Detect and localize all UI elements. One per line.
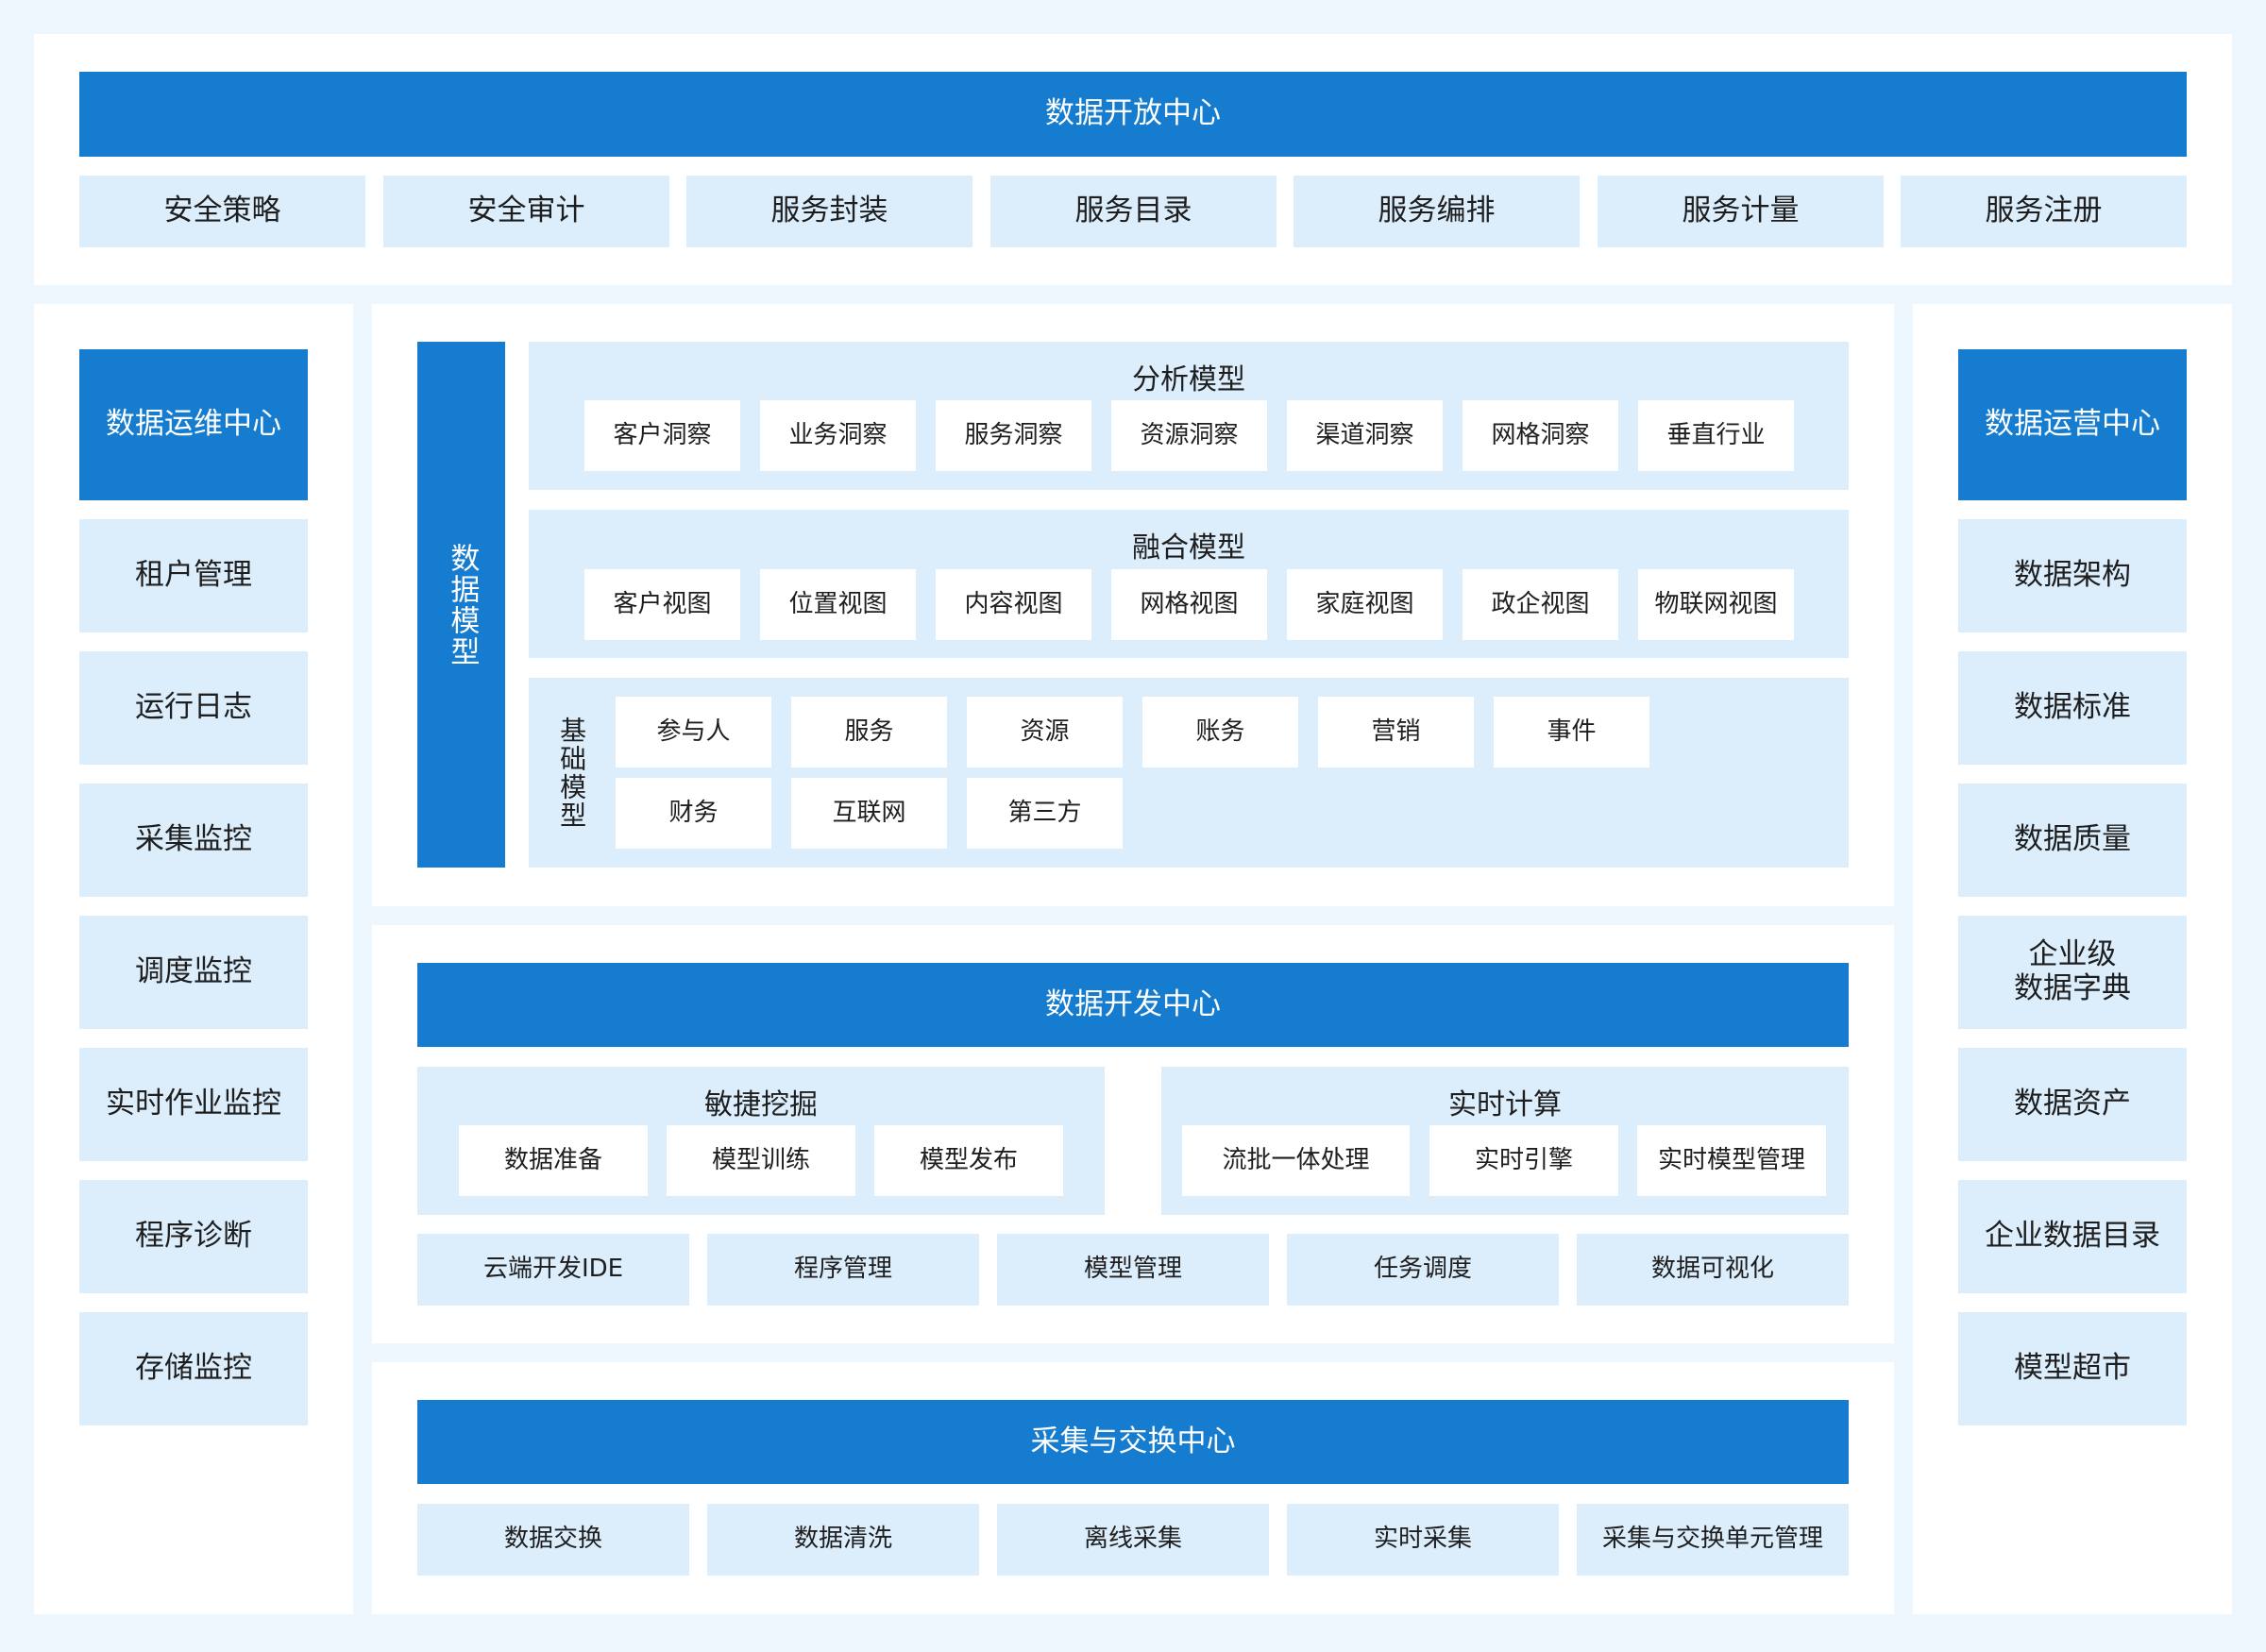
realtime-item[interactable]: 实时引擎	[1429, 1125, 1618, 1196]
ops-item[interactable]: 采集监控	[79, 784, 308, 897]
realtime-compute-title: 实时计算	[1448, 1088, 1562, 1121]
collect-item[interactable]: 采集与交换单元管理	[1577, 1504, 1849, 1576]
open-center-title: 数据开放中心	[79, 72, 2187, 157]
ops-item[interactable]: 调度监控	[79, 916, 308, 1029]
operate-item[interactable]: 数据资产	[1958, 1048, 2187, 1161]
agile-item[interactable]: 数据准备	[459, 1125, 648, 1196]
fusion-item[interactable]: 网格视图	[1111, 569, 1267, 640]
operate-item[interactable]: 数据架构	[1958, 519, 2187, 632]
open-item[interactable]: 安全策略	[79, 176, 365, 247]
agile-item[interactable]: 模型训练	[667, 1125, 855, 1196]
base-item[interactable]: 财务	[616, 778, 771, 849]
operate-center-title: 数据运营中心	[1958, 349, 2187, 500]
ops-item[interactable]: 实时作业监控	[79, 1048, 308, 1161]
operate-item[interactable]: 数据标准	[1958, 651, 2187, 765]
data-model-title: 数据模型	[417, 342, 505, 868]
collect-item[interactable]: 数据交换	[417, 1504, 689, 1576]
ops-center-title: 数据运维中心	[79, 349, 308, 500]
base-item[interactable]: 营销	[1318, 697, 1474, 767]
base-item[interactable]: 参与人	[616, 697, 771, 767]
dev-tool-item[interactable]: 模型管理	[997, 1234, 1269, 1306]
open-item[interactable]: 服务计量	[1598, 176, 1884, 247]
fusion-item[interactable]: 内容视图	[936, 569, 1091, 640]
fusion-item[interactable]: 位置视图	[760, 569, 916, 640]
collect-item[interactable]: 离线采集	[997, 1504, 1269, 1576]
analysis-item[interactable]: 垂直行业	[1638, 400, 1794, 471]
dev-tool-item[interactable]: 程序管理	[707, 1234, 979, 1306]
fusion-model-title: 融合模型	[1132, 531, 1245, 565]
realtime-item[interactable]: 流批一体处理	[1182, 1125, 1410, 1196]
dev-tool-item[interactable]: 云端开发IDE	[417, 1234, 689, 1306]
open-item[interactable]: 服务编排	[1294, 176, 1580, 247]
collect-item[interactable]: 数据清洗	[707, 1504, 979, 1576]
base-item[interactable]: 事件	[1494, 697, 1649, 767]
analysis-item[interactable]: 客户洞察	[584, 400, 740, 471]
fusion-item[interactable]: 家庭视图	[1287, 569, 1443, 640]
analysis-item[interactable]: 网格洞察	[1463, 400, 1618, 471]
analysis-item[interactable]: 渠道洞察	[1287, 400, 1443, 471]
fusion-item[interactable]: 物联网视图	[1638, 569, 1794, 640]
operate-item[interactable]: 数据质量	[1958, 784, 2187, 897]
open-item[interactable]: 服务封装	[686, 176, 972, 247]
operate-item[interactable]: 企业数据目录	[1958, 1180, 2187, 1293]
open-item[interactable]: 服务目录	[990, 176, 1277, 247]
analysis-item[interactable]: 服务洞察	[936, 400, 1091, 471]
collect-item[interactable]: 实时采集	[1287, 1504, 1559, 1576]
analysis-item[interactable]: 业务洞察	[760, 400, 916, 471]
operate-item[interactable]: 企业级 数据字典	[1958, 916, 2187, 1029]
base-item[interactable]: 服务	[791, 697, 947, 767]
base-item[interactable]: 资源	[967, 697, 1123, 767]
fusion-item[interactable]: 客户视图	[584, 569, 740, 640]
agile-mining-title: 敏捷挖掘	[704, 1088, 818, 1121]
base-item[interactable]: 账务	[1142, 697, 1298, 767]
dev-tool-item[interactable]: 任务调度	[1287, 1234, 1559, 1306]
ops-item[interactable]: 程序诊断	[79, 1180, 308, 1293]
ops-item[interactable]: 运行日志	[79, 651, 308, 765]
ops-item[interactable]: 存储监控	[79, 1312, 308, 1425]
base-model-title: 基础模型	[556, 716, 588, 830]
analysis-model-title: 分析模型	[1132, 363, 1245, 396]
collect-center-title: 采集与交换中心	[417, 1400, 1849, 1484]
open-item[interactable]: 安全审计	[383, 176, 669, 247]
open-item[interactable]: 服务注册	[1901, 176, 2187, 247]
analysis-item[interactable]: 资源洞察	[1111, 400, 1267, 471]
ops-item[interactable]: 租户管理	[79, 519, 308, 632]
agile-item[interactable]: 模型发布	[874, 1125, 1063, 1196]
fusion-item[interactable]: 政企视图	[1463, 569, 1618, 640]
base-item[interactable]: 互联网	[791, 778, 947, 849]
dev-center-title: 数据开发中心	[417, 963, 1849, 1047]
realtime-item[interactable]: 实时模型管理	[1637, 1125, 1826, 1196]
operate-item[interactable]: 模型超市	[1958, 1312, 2187, 1425]
dev-tool-item[interactable]: 数据可视化	[1577, 1234, 1849, 1306]
base-item[interactable]: 第三方	[967, 778, 1123, 849]
